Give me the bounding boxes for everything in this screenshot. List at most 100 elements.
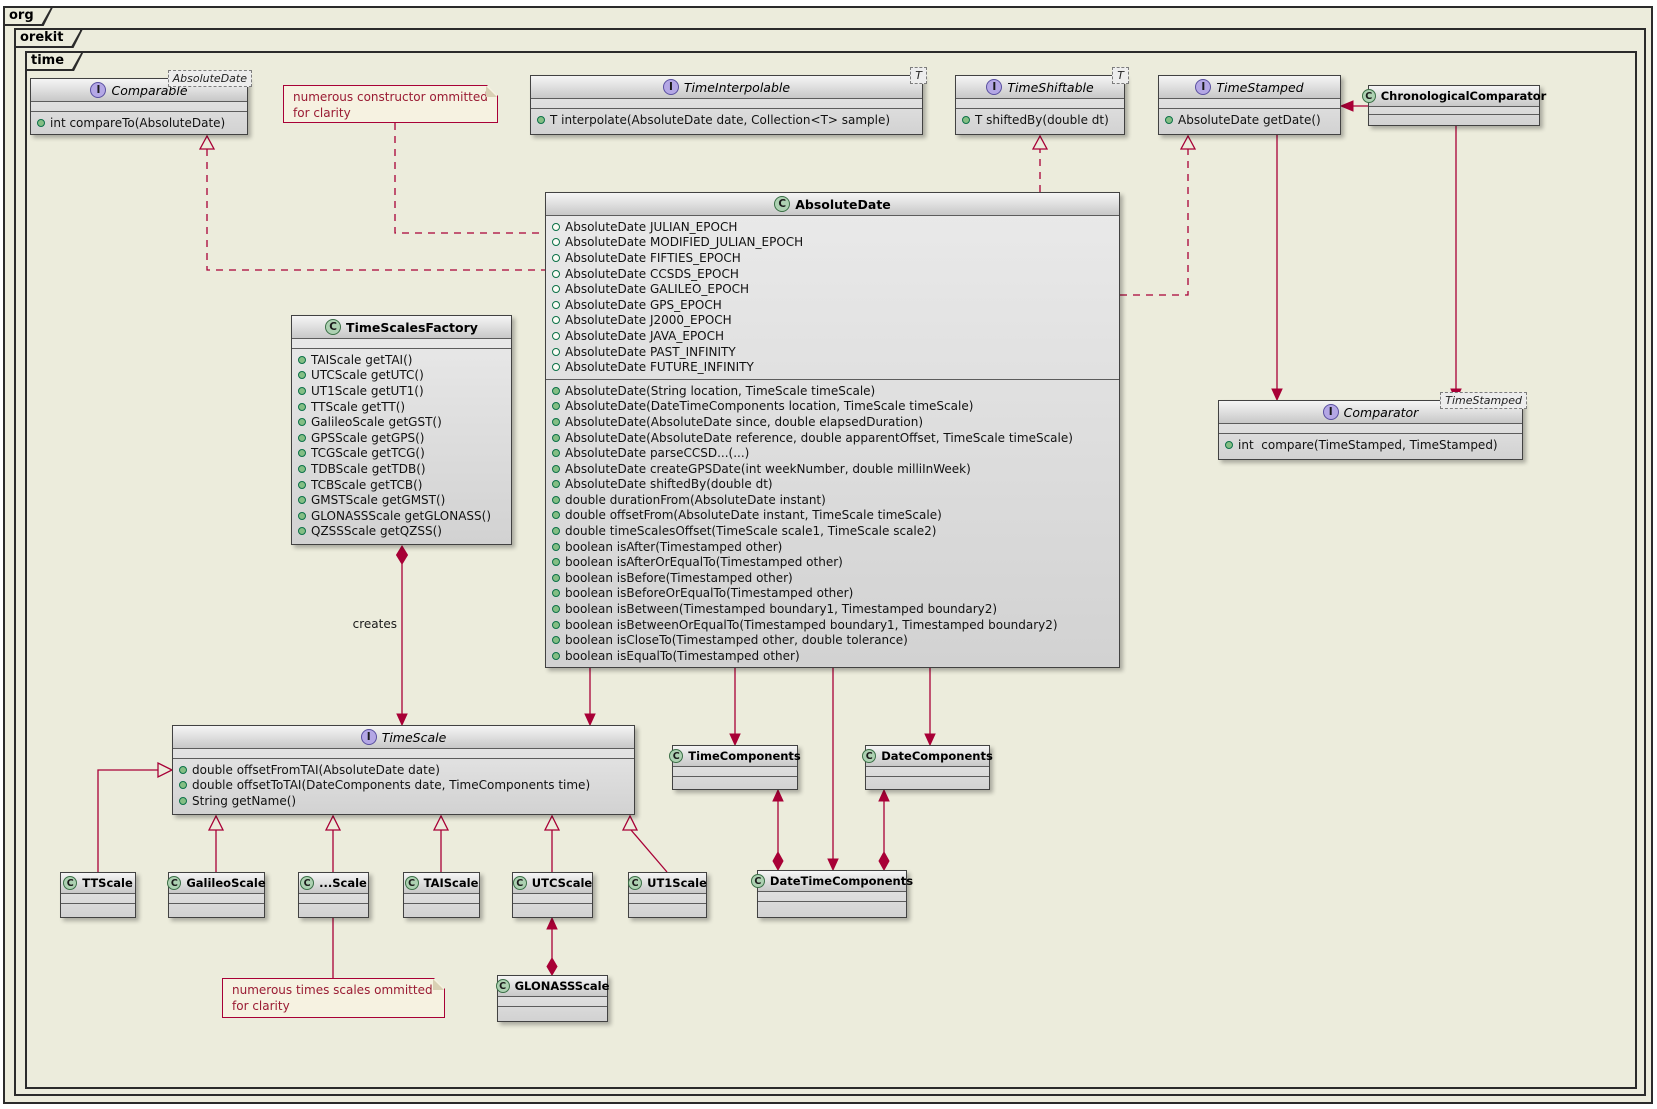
class-name: UTCScale <box>531 876 593 890</box>
member-text: int compareTo(AbsoluteDate) <box>50 115 226 130</box>
public-method-icon <box>552 527 560 536</box>
fields-compartment <box>31 102 247 111</box>
member-text: String getName() <box>192 793 297 808</box>
class-icon: C <box>300 876 315 890</box>
methods-compartment <box>498 1006 607 1015</box>
member-text: boolean isBetweenOrEqualTo(Timestamped b… <box>565 617 1058 632</box>
interface-icon: I <box>986 79 1003 95</box>
note-text-line: numerous times scales ommitted <box>232 983 433 997</box>
class-datecomponents: C DateComponents <box>862 745 993 790</box>
methods-compartment <box>1369 114 1539 121</box>
interface-icon: I <box>662 79 679 95</box>
class-header: C UTCScale <box>512 873 593 894</box>
field-row: AbsoluteDate JAVA_EPOCH <box>552 328 1113 344</box>
class-name: AbsoluteDate <box>795 196 891 212</box>
fields-compartment <box>1219 424 1522 433</box>
class-header: I TimeInterpolable <box>531 76 922 99</box>
class-name: DateTimeComponents <box>769 874 914 888</box>
methods-compartment: AbsoluteDate(String location, TimeScale … <box>546 378 1119 668</box>
method-row: UTCScale getUTC() <box>298 368 505 384</box>
class-header: C DateTimeComponents <box>750 871 913 892</box>
class-name: TimeInterpolable <box>683 79 791 95</box>
member-text: AbsoluteDate CCSDS_EPOCH <box>565 266 739 281</box>
member-text: QZSSScale getQZSS() <box>311 524 442 539</box>
field-row: AbsoluteDate FUTURE_INFINITY <box>552 359 1113 375</box>
public-method-icon <box>552 449 560 458</box>
fields-compartment <box>673 767 797 776</box>
method-row: AbsoluteDate(String location, TimeScale … <box>552 383 1113 399</box>
fields-compartment <box>292 339 511 348</box>
note-text-line: numerous constructor ommitted <box>293 90 488 104</box>
member-text: double offsetFromTAI(AbsoluteDate date) <box>192 762 440 777</box>
member-text: TDBScale getTDB() <box>311 461 426 476</box>
fields-compartment <box>866 767 989 776</box>
fields-compartment <box>173 749 634 758</box>
note-constructors: numerous constructor ommitted for clarit… <box>283 85 498 123</box>
methods-compartment: int compare(TimeStamped, TimeStamped) <box>1219 433 1522 457</box>
generic-binding-absolutedate: AbsoluteDate <box>167 70 252 87</box>
fields-compartment <box>498 997 607 1006</box>
method-row: boolean isBetweenOrEqualTo(Timestamped b… <box>552 617 1113 633</box>
public-method-icon <box>552 464 560 473</box>
class-icon: C <box>628 876 643 890</box>
public-method-icon <box>537 115 545 124</box>
member-text: TTScale getTT() <box>311 399 406 414</box>
public-field-icon <box>552 363 560 372</box>
member-text: AbsoluteDate JULIAN_EPOCH <box>565 219 738 234</box>
method-row: boolean isCloseTo(Timestamped other, dou… <box>552 632 1113 648</box>
member-text: AbsoluteDate J2000_EPOCH <box>565 313 732 328</box>
class-icon: C <box>404 876 419 890</box>
methods-compartment <box>299 903 368 912</box>
member-text: double durationFrom(AbsoluteDate instant… <box>565 492 826 507</box>
class-icon: C <box>862 749 877 763</box>
method-row: int compare(TimeStamped, TimeStamped) <box>1225 437 1516 453</box>
public-method-icon <box>298 464 306 473</box>
class-header: C GLONASSScale <box>495 976 609 997</box>
note-fold-icon <box>486 86 497 97</box>
field-row: AbsoluteDate GPS_EPOCH <box>552 297 1113 313</box>
methods-compartment <box>758 901 906 910</box>
member-text: UT1Scale getUT1() <box>311 383 424 398</box>
member-text: AbsoluteDate GALILEO_EPOCH <box>565 282 750 297</box>
method-row: boolean isAfter(Timestamped other) <box>552 539 1113 555</box>
method-row: GalileoScale getGST() <box>298 414 505 430</box>
method-row: int compareTo(AbsoluteDate) <box>37 115 241 131</box>
frame-orekit: orekit <box>14 28 1646 1096</box>
member-text: GalileoScale getGST() <box>311 415 442 430</box>
public-method-icon <box>552 417 560 426</box>
methods-compartment: TAIScale getTAI()UTCScale getUTC()UT1Sca… <box>292 348 511 543</box>
public-method-icon <box>298 449 306 458</box>
method-row: String getName() <box>179 793 628 809</box>
public-method-icon <box>552 386 560 395</box>
public-method-icon <box>298 527 306 536</box>
public-field-icon <box>552 331 560 340</box>
class-timescalesfactory: C TimeScalesFactory TAIScale getTAI()UTC… <box>291 315 512 545</box>
public-method-icon <box>298 433 306 442</box>
class-ttscale: C TTScale <box>60 872 136 918</box>
method-row: UT1Scale getUT1() <box>298 383 505 399</box>
method-row: boolean isBetween(Timestamped boundary1,… <box>552 601 1113 617</box>
method-row: boolean isBefore(Timestamped other) <box>552 570 1113 586</box>
member-text: AbsoluteDate parseCCSD...(...) <box>565 446 750 461</box>
public-method-icon <box>298 402 306 411</box>
class-taiscale: C TAIScale <box>403 872 480 918</box>
edge-label-creates: creates <box>352 617 397 631</box>
method-row: QZSSScale getQZSS() <box>298 524 505 540</box>
methods-compartment: AbsoluteDate getDate() <box>1159 108 1340 132</box>
note-fold-icon <box>433 979 444 990</box>
public-field-icon <box>552 222 560 231</box>
method-row: TCBScale getTCB() <box>298 477 505 493</box>
class-datetimecomponents: C DateTimeComponents <box>750 870 913 918</box>
method-row: double offsetFrom(AbsoluteDate instant, … <box>552 508 1113 524</box>
method-row: AbsoluteDate(AbsoluteDate since, double … <box>552 414 1113 430</box>
member-text: int compare(TimeStamped, TimeStamped) <box>1238 437 1498 452</box>
member-text: AbsoluteDate FIFTIES_EPOCH <box>565 250 741 265</box>
frame-time-tab: time <box>25 51 84 71</box>
public-field-icon <box>552 238 560 247</box>
fields-compartment <box>956 99 1124 108</box>
class-name: TAIScale <box>423 876 479 890</box>
member-text: double timeScalesOffset(TimeScale scale1… <box>565 524 937 539</box>
methods-compartment <box>404 903 479 912</box>
method-row: double offsetFromTAI(AbsoluteDate date) <box>179 762 628 778</box>
